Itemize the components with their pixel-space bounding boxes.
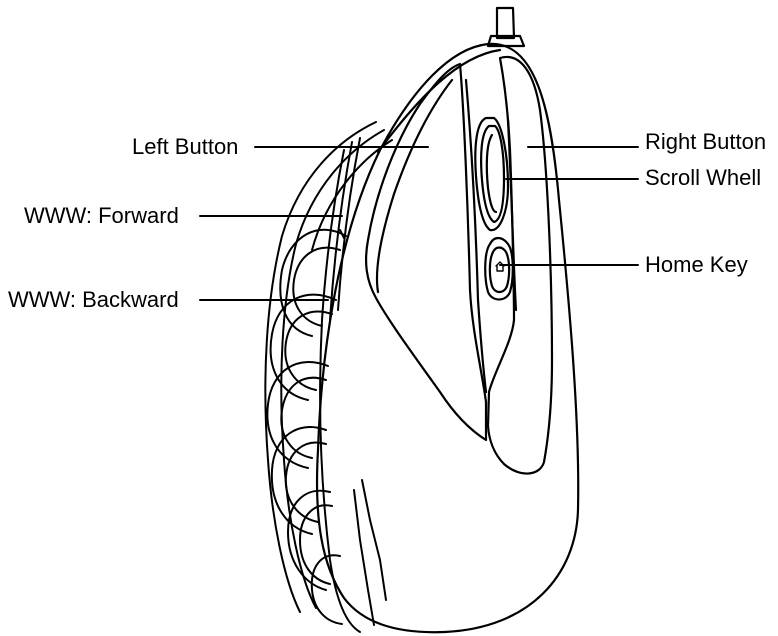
- home-key-label: Home Key: [645, 252, 748, 277]
- leader-lines: [199, 146, 639, 301]
- left-button-panel: [365, 62, 488, 442]
- scroll-wheel-label: Scroll Whell: [645, 165, 762, 190]
- mouse-body-outline: [315, 42, 580, 634]
- center-strip-right: [506, 118, 518, 312]
- left-button-label: Left Button: [132, 134, 239, 159]
- www-backward-label: WWW: Backward: [8, 287, 179, 312]
- left-button-inner-line: [375, 78, 454, 294]
- house-icon: [495, 261, 505, 272]
- www-forward-label: WWW: Forward: [24, 203, 179, 228]
- home-key: [484, 236, 514, 301]
- center-strip: [464, 78, 488, 394]
- scroll-wheel: [474, 116, 510, 232]
- cable: [486, 6, 526, 48]
- side-ribs: [264, 121, 393, 633]
- top-seam: [376, 48, 502, 154]
- right-button-label: Right Button: [645, 129, 767, 154]
